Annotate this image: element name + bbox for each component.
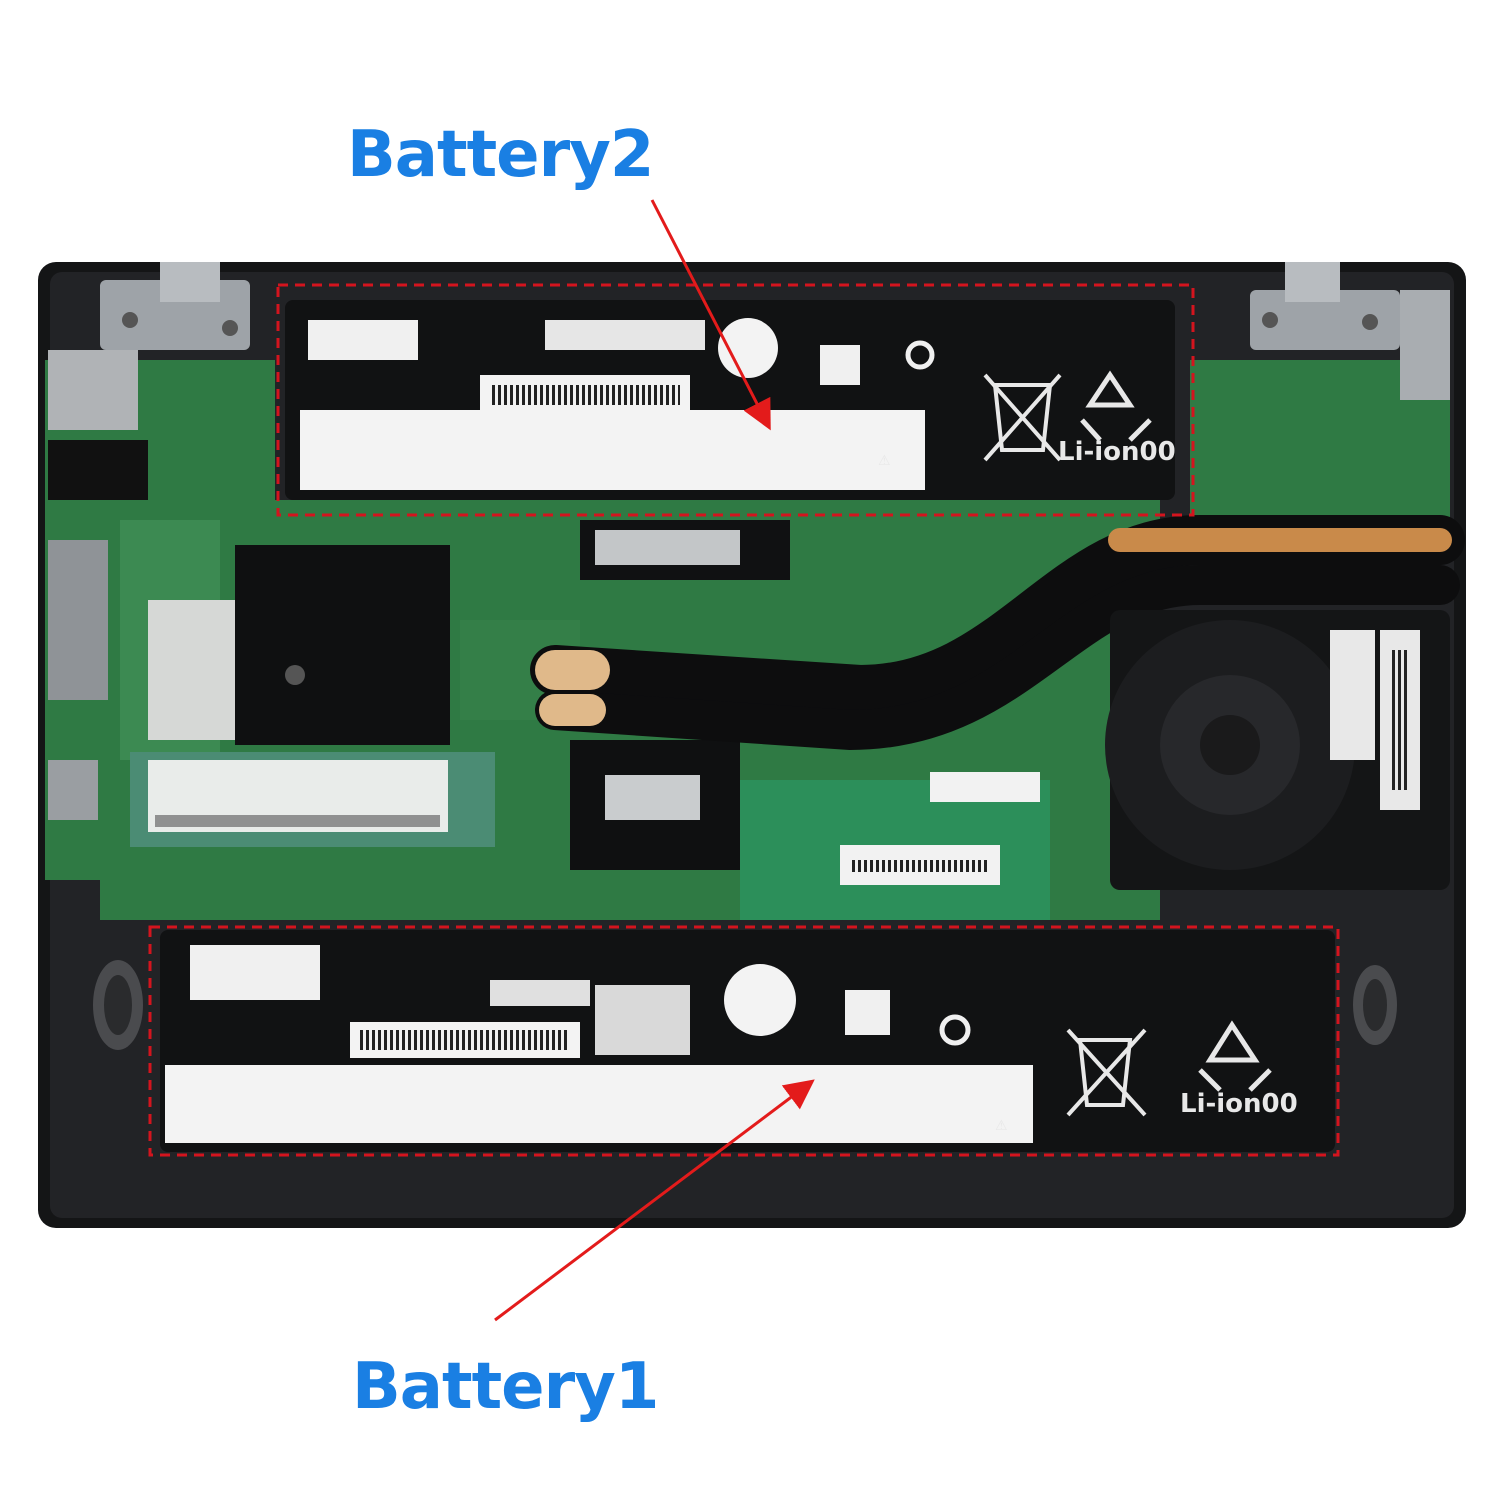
weee-bin-icon [983,373,1062,462]
battery1: Li-ion00 ⚠ [160,930,1335,1152]
svg-text:⚠: ⚠ [878,453,891,469]
hinge-right [1250,262,1450,400]
svg-text:⚠: ⚠ [995,1118,1008,1134]
battery2-caption: Battery2 [347,118,654,192]
battery2-outline [276,283,1195,517]
recycle-seal-icon-2 [724,964,796,1036]
recycle-icon [1080,370,1152,442]
cooling-fan [1105,610,1450,890]
side-ports [48,350,148,820]
battery1-caption: Battery1 [352,1350,659,1424]
battery2: Li-ion00 ⚠ [285,300,1176,500]
battery1-outline [148,925,1340,1157]
ram-module [740,772,1050,920]
hinge-left [100,262,250,350]
recycle-icon-2 [1198,1020,1272,1092]
speakers [93,960,1397,1050]
battery2-arrow [650,199,771,431]
recycle-seal-icon [718,318,778,378]
heat-pipe [530,515,1465,751]
battery1-arrow [494,1079,815,1322]
battery1-chemistry-label: Li-ion00 [1180,1089,1298,1119]
battery2-chemistry-label: Li-ion00 [1058,437,1176,467]
shield-plate [235,545,450,745]
wifi-card [148,600,240,740]
weee-bin-icon-2 [1066,1028,1147,1117]
ssd-module [130,752,495,847]
